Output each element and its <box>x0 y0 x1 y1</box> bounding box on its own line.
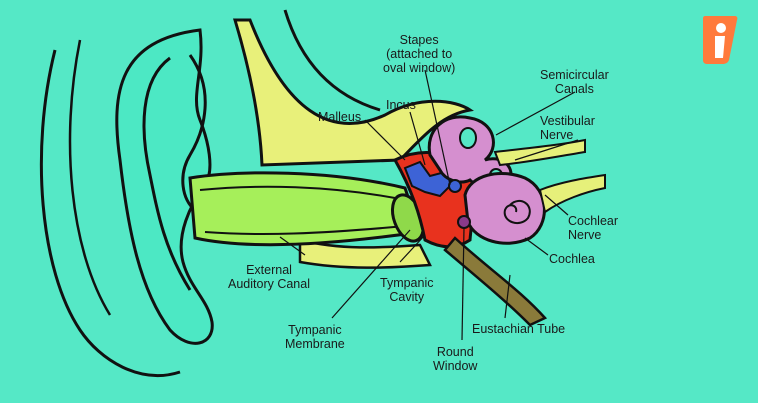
label-vestibular-nerve: Vestibular Nerve <box>540 114 595 142</box>
label-stapes: Stapes (attached to oval window) <box>383 33 456 75</box>
label-eustachian-tube: Eustachian Tube <box>472 322 566 336</box>
label-cochlea: Cochlea <box>549 252 595 266</box>
cochlear-nerve <box>538 173 606 214</box>
label-external-auditory-canal: External Auditory Canal <box>228 263 310 291</box>
label-cochlear-nerve: Cochlear Nerve <box>568 214 619 242</box>
label-semicircular-canals: Semicircular Canals <box>540 68 609 96</box>
label-malleus: Malleus <box>318 110 362 124</box>
label-incus: Incus <box>386 98 416 112</box>
label-tympanic-cavity: Tympanic Cavity <box>380 276 434 304</box>
eustachian-tube <box>443 236 548 327</box>
bone-upper <box>232 18 474 167</box>
round-window <box>457 215 471 229</box>
info-person-icon <box>703 16 738 64</box>
label-tympanic-membrane: Tympanic Membrane <box>285 323 345 351</box>
bone-lower <box>298 238 432 269</box>
label-round-window: Round Window <box>433 345 478 373</box>
pinna <box>115 28 214 345</box>
